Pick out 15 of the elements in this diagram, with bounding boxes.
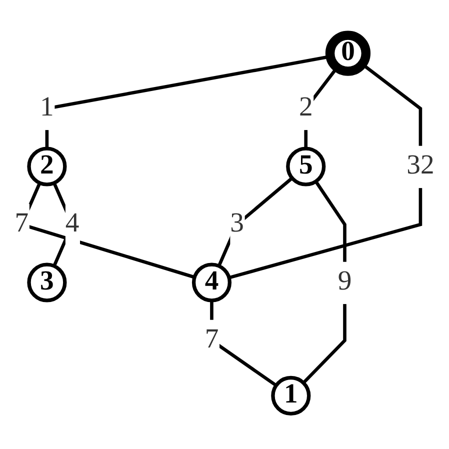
- edge-label: 2: [298, 93, 313, 123]
- node-circle: 4: [192, 262, 232, 302]
- node-circle: 3: [27, 262, 67, 302]
- node-circle: 2: [27, 146, 67, 186]
- edge-label: 1: [40, 93, 54, 123]
- edge-label: 9: [338, 267, 352, 297]
- edge-label: 4: [65, 209, 80, 239]
- node-circle: 1: [271, 376, 311, 416]
- edge-label: 32: [406, 151, 434, 181]
- edge-label: 7: [204, 325, 219, 355]
- node-circle: 5: [286, 146, 326, 186]
- connector: [217, 176, 294, 267]
- node-circle: 0: [325, 30, 371, 76]
- edge-label: 3: [230, 209, 244, 239]
- edge-label: 7: [14, 209, 29, 239]
